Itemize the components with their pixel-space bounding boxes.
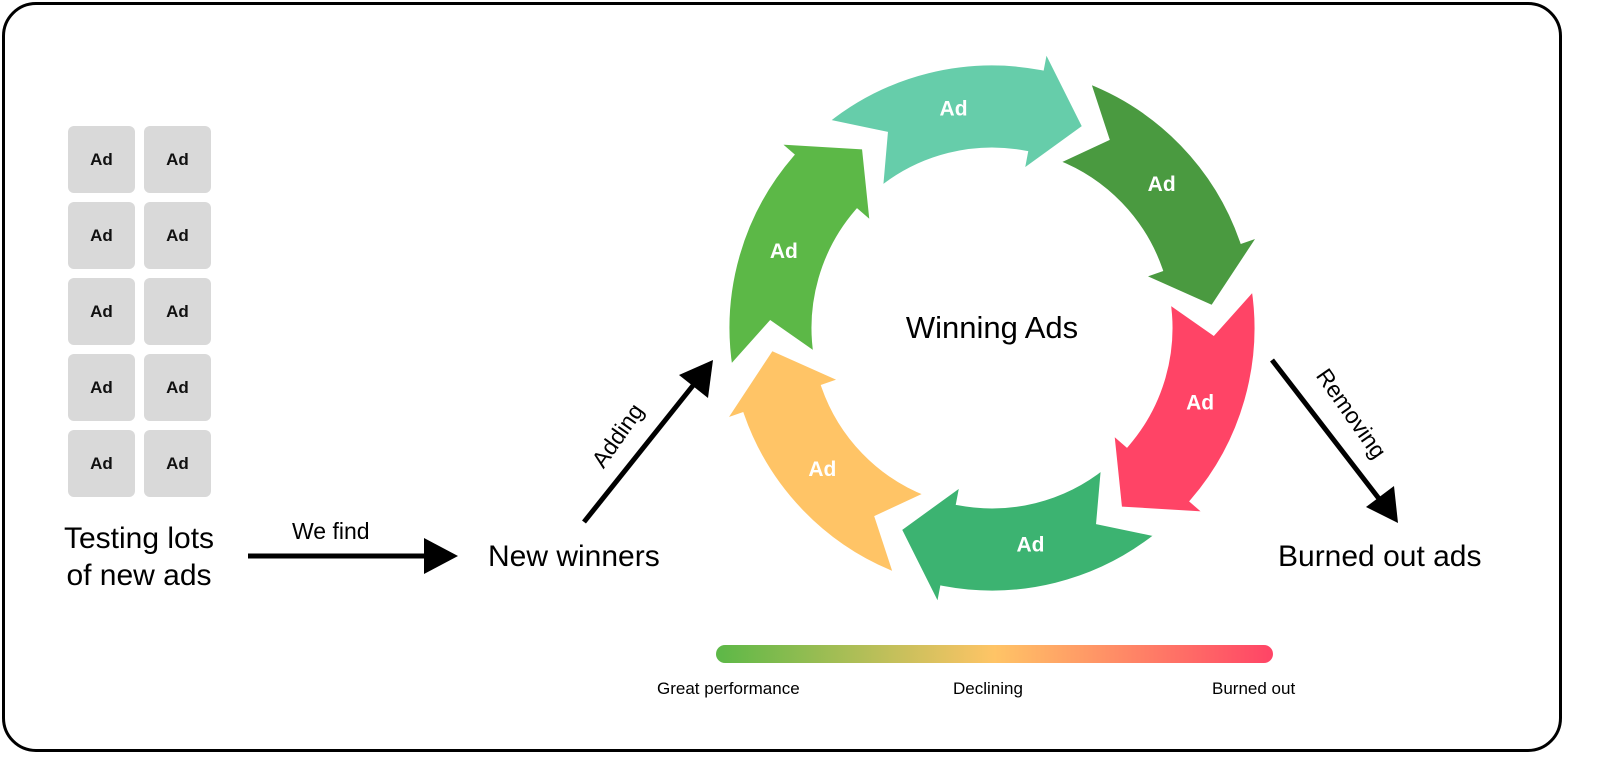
cycle-ring — [716, 40, 1268, 616]
ad-tile: Ad — [144, 430, 211, 497]
ad-tile: Ad — [144, 126, 211, 193]
testing-label: Testing lots of new ads — [54, 520, 224, 594]
adding-label: Adding — [586, 399, 648, 473]
cycle-segment-4 — [895, 461, 1164, 616]
cycle-segment-2-label: Ad — [1148, 173, 1176, 196]
cycle-segment-6-label: Ad — [770, 240, 798, 263]
cycle-segment-5 — [716, 344, 934, 580]
ad-tile: Ad — [68, 278, 135, 345]
burned-out-ads-label: Burned out ads — [1278, 540, 1482, 573]
cycle-segment-1-label: Ad — [940, 97, 968, 120]
we-find-label: We find — [292, 518, 370, 544]
ad-tile: Ad — [144, 354, 211, 421]
ad-tile: Ad — [144, 278, 211, 345]
testing-label-line1: Testing lots — [63, 522, 215, 555]
scale-label-great: Great performance — [657, 679, 800, 698]
new-winners-label: New winners — [488, 540, 660, 573]
ad-tile: Ad — [68, 354, 135, 421]
ad-test-grid: Ad Ad Ad Ad Ad Ad Ad Ad Ad Ad — [68, 126, 212, 497]
winning-ads-label: Winning Ads — [906, 310, 1078, 345]
ad-tile: Ad — [68, 202, 135, 269]
cycle-segment-2 — [1050, 76, 1268, 312]
we-find-arrow — [248, 538, 458, 574]
ad-tile: Ad — [144, 202, 211, 269]
ad-tile: Ad — [68, 430, 135, 497]
removing-label: Removing — [1311, 364, 1392, 464]
scale-label-declining: Declining — [953, 679, 1023, 698]
cycle-segment-3-label: Ad — [1186, 391, 1214, 414]
cycle-labels: Ad Ad Ad Ad Ad Ad — [770, 97, 1214, 556]
cycle-segment-1 — [820, 40, 1089, 195]
adding-arrow — [582, 360, 713, 524]
testing-label-line2: of new ads — [66, 559, 212, 592]
removing-arrow — [1270, 358, 1398, 523]
cycle-segment-5-label: Ad — [808, 458, 836, 481]
scale-label-burned: Burned out — [1212, 679, 1296, 698]
cycle-segment-6 — [724, 138, 876, 375]
cycle-segment-3 — [1108, 281, 1260, 518]
performance-scale-bar — [716, 645, 1273, 663]
ad-tile: Ad — [68, 126, 135, 193]
cycle-segment-4-label: Ad — [1016, 534, 1044, 557]
